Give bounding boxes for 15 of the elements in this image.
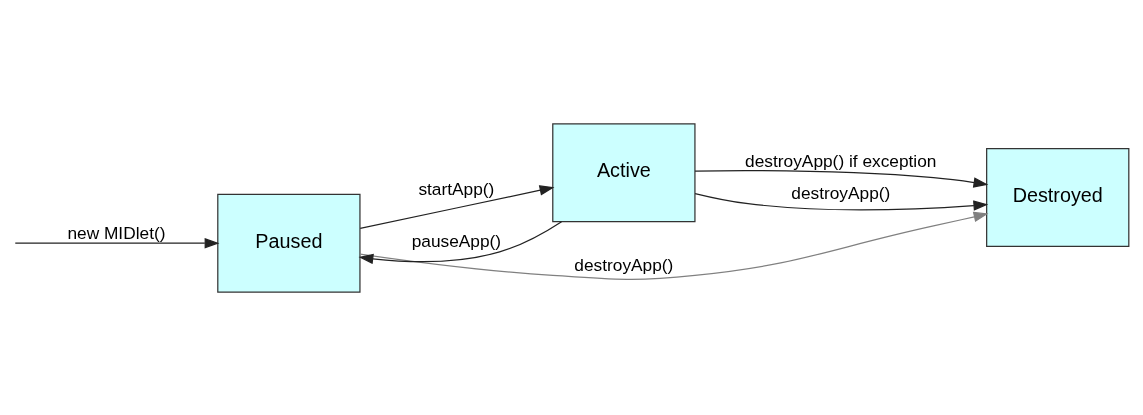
edge-label: destroyApp()	[574, 254, 674, 275]
edge-label: startApp()	[418, 178, 495, 199]
arrow	[694, 192, 989, 211]
node-box: Active	[552, 122, 696, 222]
arrow	[359, 184, 555, 229]
node-box: Destroyed	[986, 147, 1130, 247]
arrow	[14, 237, 220, 248]
edge-label: destroyApp() if exception	[745, 150, 937, 171]
edge-label: new MIDlet()	[67, 222, 166, 243]
arrow	[358, 220, 563, 264]
arrow	[359, 211, 989, 280]
edge-label: pauseApp()	[411, 230, 502, 251]
edge-label: destroyApp()	[791, 182, 891, 203]
arrow	[694, 169, 989, 188]
node-box: Paused	[217, 193, 361, 293]
